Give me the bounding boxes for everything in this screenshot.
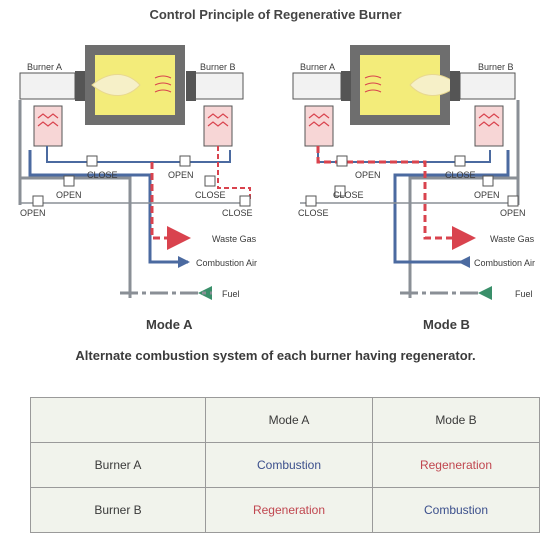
- valve-label: OPEN: [500, 208, 526, 218]
- legend-waste-gas: Waste Gas: [490, 234, 535, 244]
- valve-label: OPEN: [168, 170, 194, 180]
- mode-a-label: Mode A: [146, 317, 193, 332]
- burner-b-label: Burner B: [200, 62, 236, 72]
- valve-icon: [63, 175, 75, 187]
- valve-icon: [336, 155, 348, 167]
- burner-a-label: Burner A: [300, 62, 335, 72]
- table-cell: Regeneration: [372, 442, 540, 488]
- valve-icon: [507, 195, 519, 207]
- table-cell: Regeneration: [205, 487, 373, 533]
- table-row-label: Burner B: [30, 487, 206, 533]
- valve-label: OPEN: [474, 190, 500, 200]
- regenerative-burner-diagram: Burner A Burner B CLOSE OPEN OPEN CLOSE …: [18, 45, 535, 300]
- valve-icon: [305, 195, 317, 207]
- valve-label: CLOSE: [333, 190, 364, 200]
- burner-b-label: Burner B: [478, 62, 514, 72]
- valve-label: OPEN: [355, 170, 381, 180]
- valve-label: CLOSE: [298, 208, 329, 218]
- table-header-mode-a: Mode A: [205, 397, 373, 443]
- table-corner-cell: [30, 397, 206, 443]
- burner-b-nozzle: [186, 71, 196, 101]
- valve-icon: [204, 175, 216, 187]
- valve-icon: [179, 155, 191, 167]
- mode-a-diagram: [18, 45, 251, 300]
- exhaust-lines: [154, 75, 172, 93]
- burner-b-nozzle: [450, 71, 460, 101]
- pipe-red-a: [217, 146, 251, 200]
- valve-icon: [239, 195, 251, 207]
- legend-combustion-air: Combustion Air: [196, 258, 257, 268]
- mode-comparison-table: Mode A Mode B Burner A Combustion Regene…: [30, 397, 540, 533]
- pipe-gray-a: [18, 100, 132, 298]
- legend-fuel: Fuel: [515, 289, 533, 299]
- pipe-red-b: [316, 146, 476, 250]
- diagram-title: Control Principle of Regenerative Burner: [149, 7, 402, 22]
- table-cell: Combustion: [205, 442, 373, 488]
- valve-label: CLOSE: [445, 170, 476, 180]
- valve-icon: [454, 155, 466, 167]
- valve-label: OPEN: [20, 208, 46, 218]
- table-cell: Combustion: [372, 487, 540, 533]
- legend-fuel: Fuel: [222, 289, 240, 299]
- burner-a-body: [292, 72, 342, 100]
- table-header-mode-b: Mode B: [372, 397, 540, 443]
- valve-label: CLOSE: [87, 170, 118, 180]
- mode-b-diagram: [292, 45, 520, 300]
- legend-waste-gas: Waste Gas: [212, 234, 257, 244]
- pipe-blue-a: [28, 150, 188, 264]
- pipe-blue-b: [393, 150, 510, 264]
- burner-b-body: [194, 72, 244, 100]
- burner-a-label: Burner A: [27, 62, 62, 72]
- table-row: Burner B Regeneration Combustion: [30, 487, 540, 533]
- mode-b-label: Mode B: [423, 317, 470, 332]
- pipe-gray-b: [408, 100, 520, 298]
- valve-label: OPEN: [56, 190, 82, 200]
- burner-a-nozzle: [75, 71, 85, 101]
- table-row-label: Burner A: [30, 442, 206, 488]
- burner-a-nozzle: [341, 71, 351, 101]
- valve-icon: [334, 185, 346, 197]
- arrow-left-icon: [478, 286, 492, 300]
- flame-icon: [91, 74, 141, 96]
- valve-icon: [32, 195, 44, 207]
- flame-icon: [409, 74, 459, 96]
- valve-icon: [482, 175, 494, 187]
- burner-b-body: [459, 72, 516, 100]
- exhaust-lines: [364, 75, 382, 93]
- table-row: Burner A Combustion Regeneration: [30, 442, 540, 488]
- arrow-left-icon: [458, 256, 470, 268]
- legend-combustion-air: Combustion Air: [474, 258, 535, 268]
- diagram-subtitle: Alternate combustion system of each burn…: [75, 348, 476, 363]
- valve-label: CLOSE: [195, 190, 226, 200]
- table-header-row: Mode A Mode B: [30, 397, 540, 443]
- burner-a-body: [19, 72, 76, 100]
- arrow-left-icon: [178, 256, 190, 268]
- valve-label: CLOSE: [222, 208, 253, 218]
- valve-icon: [86, 155, 98, 167]
